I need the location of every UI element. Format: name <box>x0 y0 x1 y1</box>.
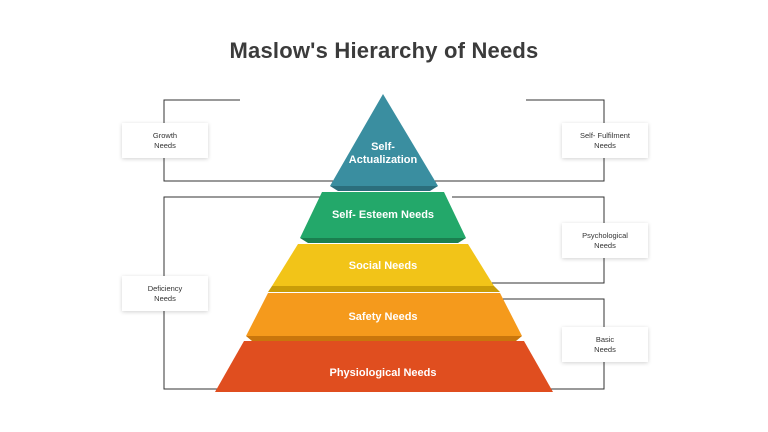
deficiency-needs-line2: Needs <box>154 293 176 303</box>
basic-needs-card: Basic Needs <box>562 327 648 362</box>
tier-safety <box>246 293 522 336</box>
tier-self-actualization-shade <box>330 186 438 191</box>
tier-self-actualization-label-line2: Actualization <box>349 154 418 166</box>
tier-safety-shade <box>246 336 522 341</box>
psychological-needs-card: Psychological Needs <box>562 223 648 258</box>
tier-safety-label: Safety Needs <box>348 311 417 323</box>
tier-physiological-label: Physiological Needs <box>330 367 437 379</box>
growth-needs-card: Growth Needs <box>122 123 208 158</box>
self-fulfilment-needs-card: Self- Fulfilment Needs <box>562 123 648 158</box>
deficiency-needs-line1: Deficiency <box>147 283 183 293</box>
deficiency-needs-card: Deficiency Needs <box>122 276 208 311</box>
tier-self-esteem-label: Self- Esteem Needs <box>332 209 434 221</box>
self-fulfilment-needs-line2: Needs <box>594 140 616 150</box>
growth-needs-line2: Needs <box>154 140 176 150</box>
growth-needs-line1: Growth <box>152 130 178 140</box>
tier-self-esteem <box>300 192 466 238</box>
tier-self-actualization <box>330 94 438 186</box>
tier-social-label: Social Needs <box>349 260 417 272</box>
psychological-needs-line2: Needs <box>594 240 616 250</box>
tier-self-esteem-shade <box>300 238 466 243</box>
basic-needs-line1: Basic <box>595 334 615 344</box>
basic-needs-line2: Needs <box>594 344 616 354</box>
psychological-needs-line1: Psychological <box>582 230 628 240</box>
page-title: Maslow's Hierarchy of Needs <box>229 38 539 63</box>
tier-social-shade <box>268 286 500 292</box>
tier-self-actualization-label-line1: Self- <box>371 141 395 153</box>
tier-social <box>272 244 494 286</box>
tier-physiological <box>215 341 553 392</box>
self-fulfilment-needs-line1: Self- Fulfilment <box>579 130 630 140</box>
